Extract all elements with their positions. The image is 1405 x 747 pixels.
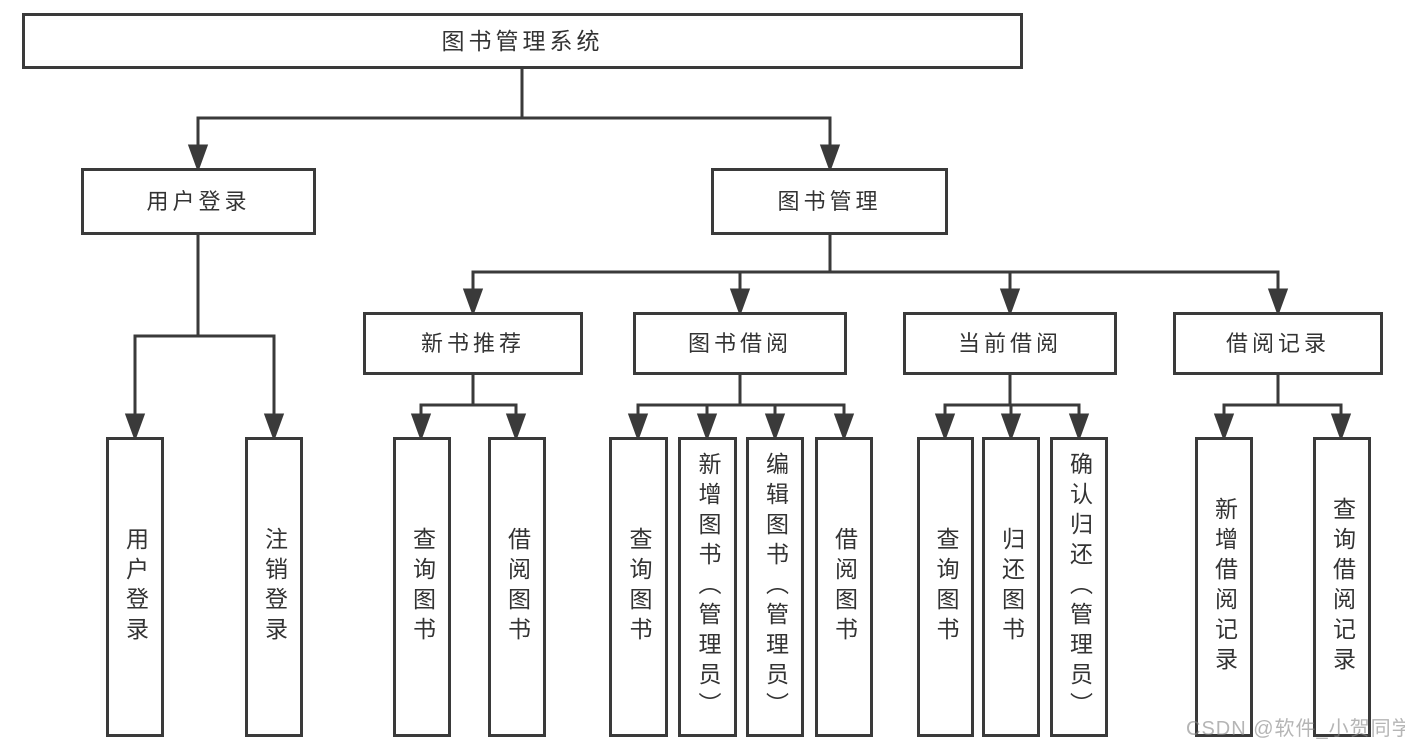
node-label: 图书管理系统 xyxy=(441,27,604,54)
leaf-label: 新增图书（管理员） xyxy=(695,452,721,722)
node-label: 新书推荐 xyxy=(420,330,525,356)
leaf-query-books-current: 查询图书 xyxy=(917,437,974,737)
leaf-return-book: 归还图书 xyxy=(982,437,1040,737)
leaf-label: 编辑图书（管理员） xyxy=(762,452,789,722)
node-label: 当前借阅 xyxy=(957,330,1062,356)
node-label: 图书管理 xyxy=(777,188,882,214)
node-library-management-system: 图书管理系统 xyxy=(22,13,1023,69)
leaf-logout: 注销登录 xyxy=(245,437,303,737)
leaf-query-books-recommend: 查询图书 xyxy=(393,437,451,737)
leaf-label: 注销登录 xyxy=(261,527,288,647)
leaf-edit-book-admin: 编辑图书（管理员） xyxy=(746,437,804,737)
leaf-label: 查询图书 xyxy=(933,527,959,647)
node-label: 用户登录 xyxy=(146,188,251,214)
node-label: 借阅记录 xyxy=(1225,330,1330,356)
leaf-label: 借阅图书 xyxy=(504,527,531,647)
node-book-management: 图书管理 xyxy=(711,168,948,235)
connector-borrowing-records-to-leaves xyxy=(1213,375,1352,442)
leaf-label: 新增借阅记录 xyxy=(1211,497,1238,677)
connector-root-to-level1 xyxy=(187,68,841,173)
connector-user-login-to-leaves xyxy=(124,235,285,442)
leaf-label: 查询图书 xyxy=(626,527,652,647)
leaf-confirm-return-admin: 确认归还（管理员） xyxy=(1050,437,1108,737)
connector-book-borrowing-to-leaves xyxy=(627,375,855,442)
leaf-query-books-borrowing: 查询图书 xyxy=(609,437,668,737)
leaf-user-login: 用户登录 xyxy=(106,437,164,737)
leaf-label: 归还图书 xyxy=(998,527,1025,647)
connector-new-book-recommend-to-leaves xyxy=(410,375,527,442)
node-new-book-recommend: 新书推荐 xyxy=(363,312,583,375)
leaf-add-borrow-record: 新增借阅记录 xyxy=(1195,437,1253,737)
node-user-login: 用户登录 xyxy=(81,168,316,235)
node-book-borrowing: 图书借阅 xyxy=(633,312,847,375)
leaf-label: 查询借阅记录 xyxy=(1329,497,1356,677)
leaf-label: 确认归还（管理员） xyxy=(1066,452,1093,722)
leaf-borrow-book-recommend: 借阅图书 xyxy=(488,437,546,737)
connector-current-borrowing-to-leaves xyxy=(934,375,1090,442)
connector-book-management-to-level2 xyxy=(462,235,1289,317)
leaf-label: 借阅图书 xyxy=(831,527,858,647)
node-label: 图书借阅 xyxy=(687,330,792,356)
leaf-label: 查询图书 xyxy=(409,527,436,647)
node-borrowing-records: 借阅记录 xyxy=(1173,312,1383,375)
leaf-add-book-admin: 新增图书（管理员） xyxy=(678,437,737,737)
leaf-label: 用户登录 xyxy=(122,527,149,647)
leaf-query-borrow-record: 查询借阅记录 xyxy=(1313,437,1371,737)
leaf-borrow-book: 借阅图书 xyxy=(815,437,873,737)
watermark: CSDN @软件_小贺同学 xyxy=(1186,718,1405,740)
node-current-borrowing: 当前借阅 xyxy=(903,312,1117,375)
